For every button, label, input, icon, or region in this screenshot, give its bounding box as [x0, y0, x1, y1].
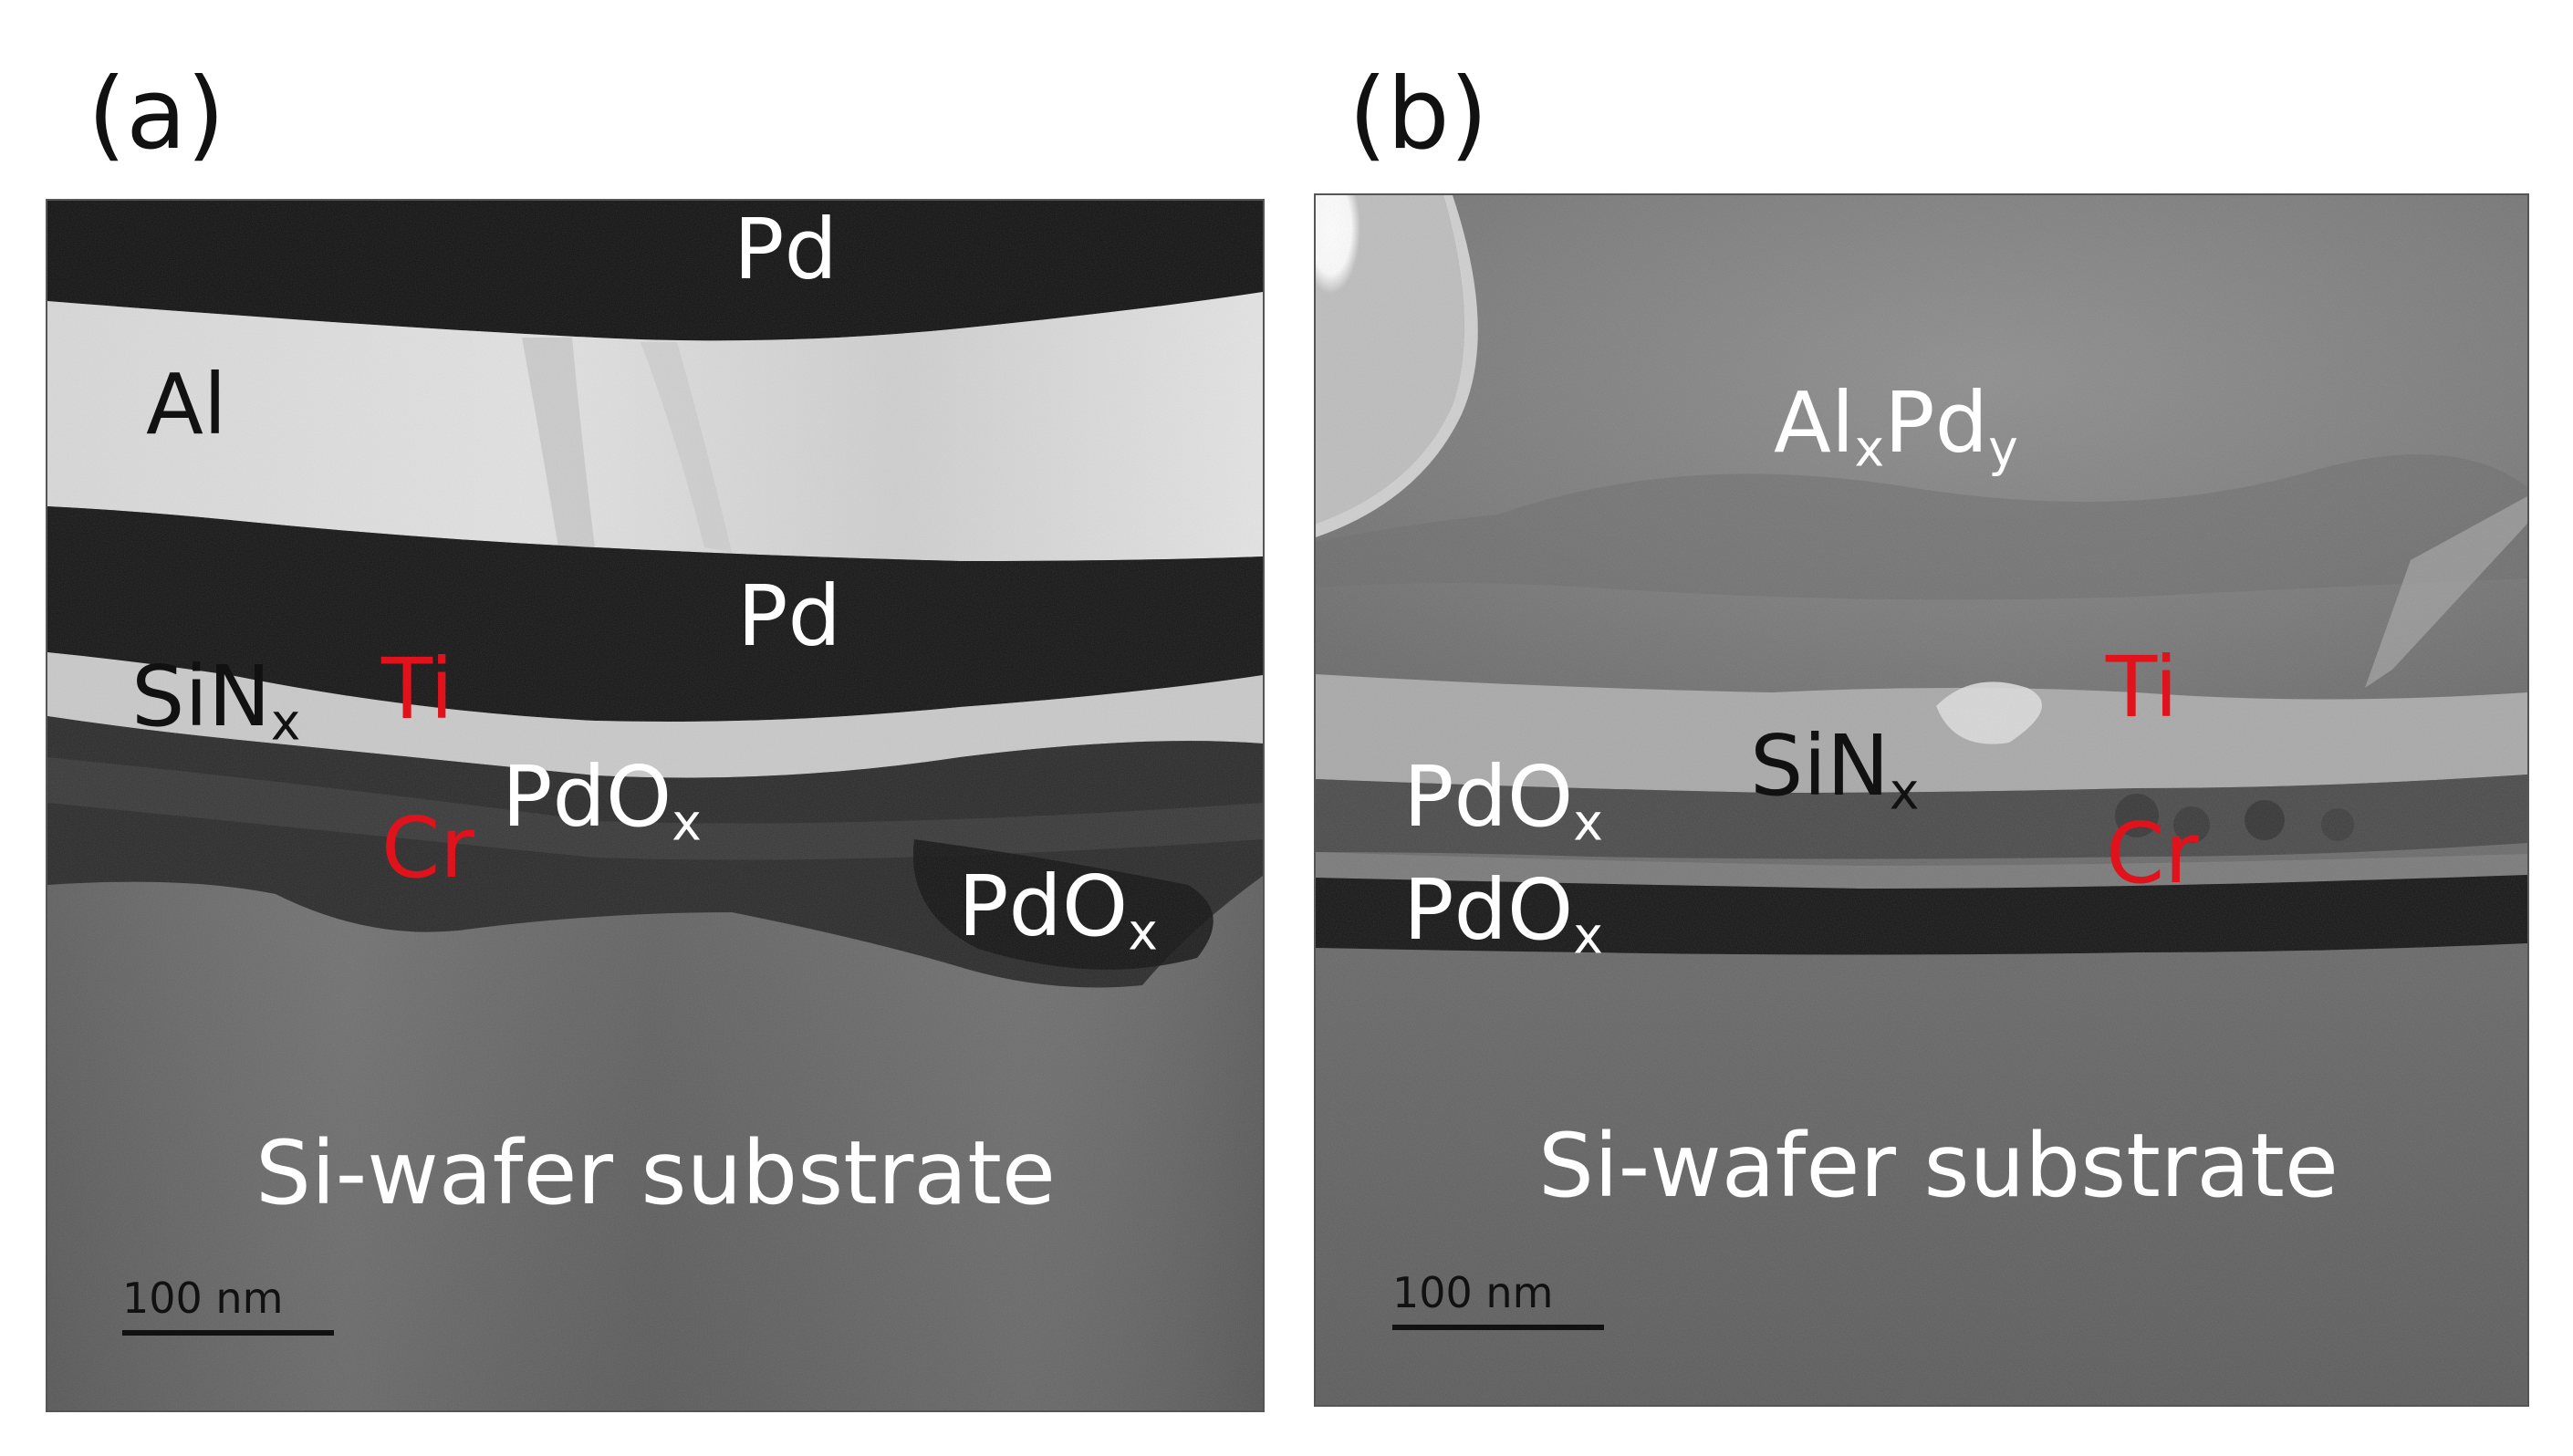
- label-pdox-b-2: PdOx: [1403, 868, 1603, 962]
- tem-panel-a: Pd Al Pd SiNx Ti PdOx Cr PdOx Si-wafer s…: [46, 199, 1265, 1412]
- label-alxpdy-al: Al: [1774, 374, 1855, 472]
- label-alxpdy-x: x: [1854, 420, 1885, 479]
- label-sinx-b-sub: x: [1889, 763, 1920, 822]
- label-ti: Ti: [381, 640, 453, 738]
- scale-bar-b-line: [1392, 1325, 1604, 1330]
- label-alxpdy-pd: Pd: [1884, 374, 1989, 472]
- label-pd-middle: Pd: [737, 567, 841, 665]
- tem-image-a: [47, 201, 1263, 1410]
- scale-bar-b-text: 100 nm: [1392, 1268, 1554, 1317]
- label-pdox-1-sub: x: [672, 794, 702, 853]
- label-pdox-b-1-main: PdO: [1403, 748, 1574, 846]
- label-pd-top: Pd: [734, 201, 838, 298]
- label-pdox-b-1-sub: x: [1573, 794, 1603, 853]
- label-pdox-1-main: PdO: [502, 748, 672, 846]
- label-alxpdy-y: y: [1988, 420, 2018, 479]
- label-cr: Cr: [381, 799, 475, 897]
- label-al: Al: [146, 356, 227, 453]
- label-substrate: Si-wafer substrate: [255, 1122, 1056, 1224]
- scale-bar-a: 100 nm: [122, 1274, 341, 1347]
- label-sinx: SiNx: [131, 655, 300, 749]
- scale-bar-a-text: 100 nm: [122, 1274, 284, 1323]
- label-substrate-b: Si-wafer substrate: [1538, 1115, 2339, 1217]
- label-pdox-2-main: PdO: [958, 858, 1129, 955]
- label-sinx-b: SiNx: [1750, 724, 1919, 818]
- scale-bar-a-line: [122, 1330, 334, 1336]
- label-cr-b: Cr: [2106, 805, 2200, 902]
- scale-bar-b: 100 nm: [1392, 1268, 1611, 1341]
- label-pdox-b-1: PdOx: [1403, 755, 1603, 849]
- label-alxpdy: AlxPdy: [1774, 381, 2018, 475]
- label-sinx-b-main: SiN: [1750, 717, 1890, 815]
- label-pdox-b-2-main: PdO: [1403, 861, 1574, 959]
- label-pdox-b-2-sub: x: [1573, 907, 1603, 966]
- label-pdox-2-sub: x: [1128, 903, 1158, 962]
- panel-a-tag: (a): [88, 57, 225, 172]
- tem-panel-b: AlxPdy Ti SiNx PdOx Cr PdOx Si-wafer sub…: [1314, 193, 2529, 1407]
- label-sinx-sub: x: [270, 693, 301, 753]
- label-pdox-2: PdOx: [958, 865, 1158, 959]
- tem-image-b: [1316, 195, 2527, 1405]
- label-sinx-main: SiN: [131, 648, 271, 745]
- label-pdox-1: PdOx: [502, 755, 702, 849]
- panel-b-tag: (b): [1349, 57, 1488, 172]
- label-ti-b: Ti: [2106, 639, 2178, 736]
